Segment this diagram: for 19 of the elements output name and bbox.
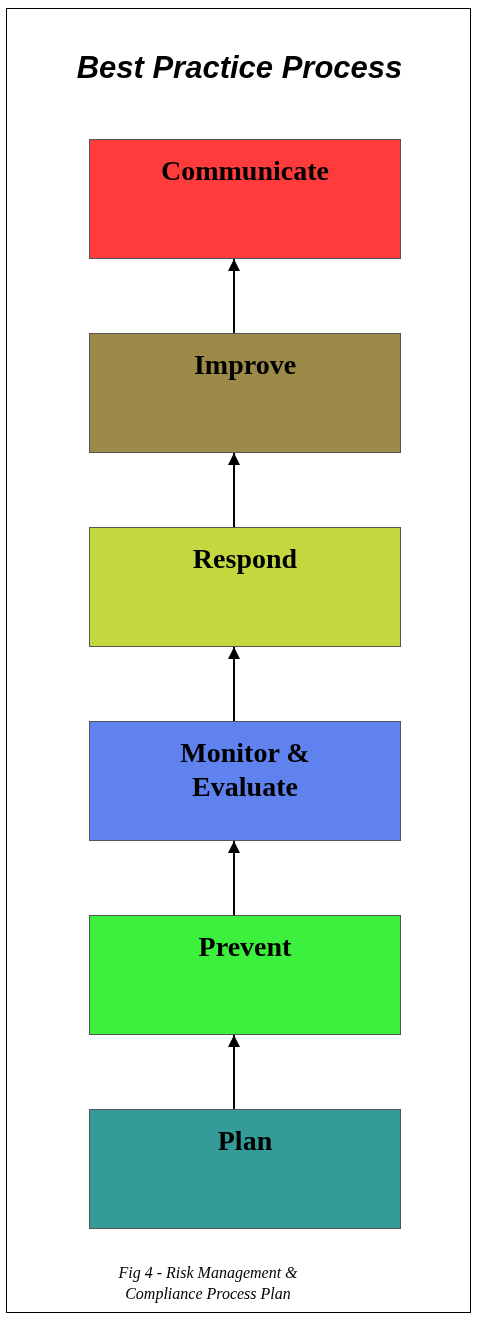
caption: Fig 4 - Risk Management & Compliance Process Plan	[117, 1263, 299, 1304]
title: Best Practice Process	[76, 50, 403, 85]
process-box	[89, 139, 401, 259]
step-label: Respond	[191, 542, 299, 576]
process-box	[89, 333, 401, 453]
arrow	[228, 840, 240, 916]
arrow	[228, 452, 240, 528]
arrow	[228, 646, 240, 722]
step-label: Prevent	[197, 930, 293, 964]
process-box	[89, 527, 401, 647]
arrow	[228, 258, 240, 334]
process-box	[89, 721, 401, 841]
process-box	[89, 915, 401, 1035]
step-label: Monitor & Evaluate	[179, 736, 311, 804]
arrow	[228, 1034, 240, 1110]
step-label: Communicate	[160, 154, 330, 188]
process-box	[89, 1109, 401, 1229]
step-label: Plan	[216, 1124, 274, 1158]
step-label: Improve	[192, 348, 298, 382]
